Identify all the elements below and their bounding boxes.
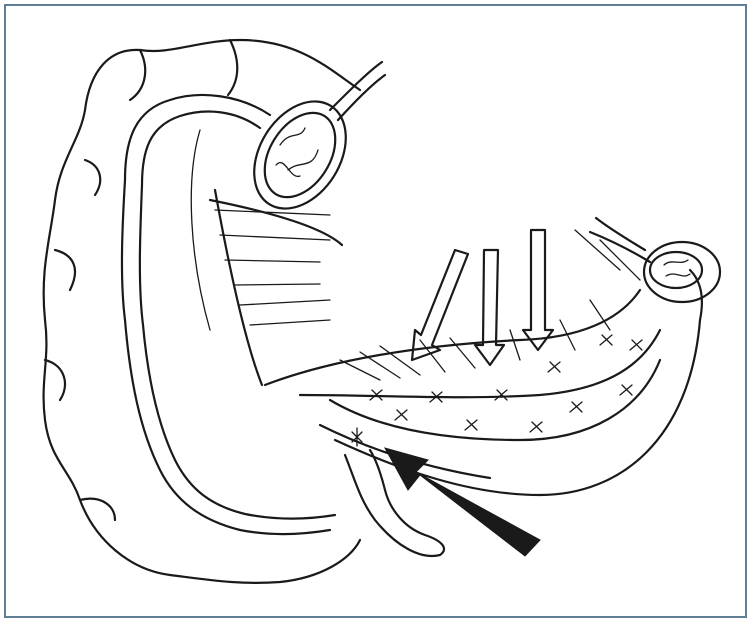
transverse-colon-cut-end bbox=[235, 62, 385, 225]
solid-arrow-icon bbox=[385, 448, 540, 556]
appendix bbox=[345, 428, 444, 556]
colon-inner-wall bbox=[122, 95, 335, 534]
colon-outer-wall bbox=[44, 40, 360, 583]
open-arrow-icon bbox=[523, 230, 553, 350]
open-arrow-icon bbox=[475, 250, 504, 365]
